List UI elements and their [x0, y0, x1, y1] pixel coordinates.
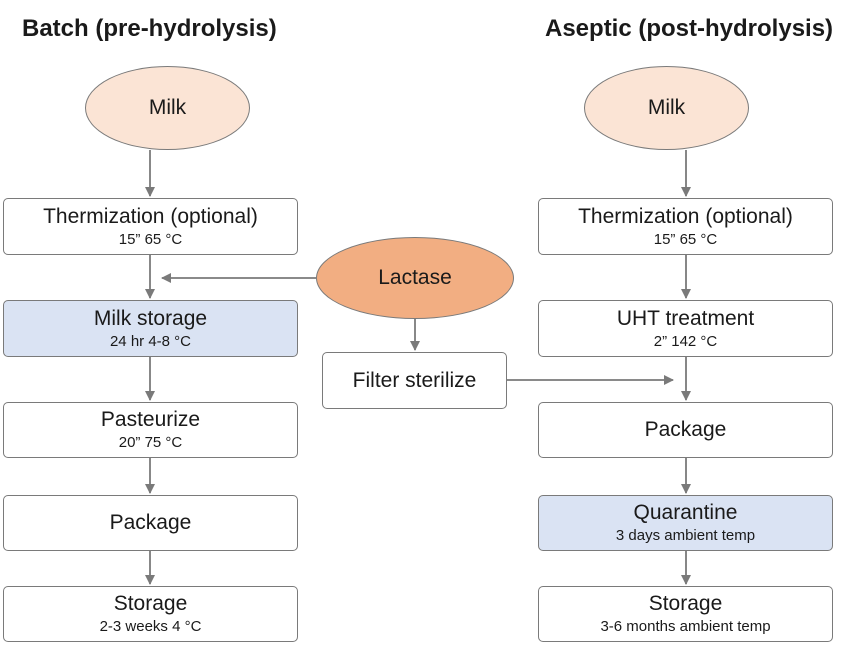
right-uht-node: UHT treatment 2” 142 °C: [538, 300, 833, 357]
left-milk-storage-label: Milk storage: [93, 306, 208, 330]
filter-sterilize-label: Filter sterilize: [352, 368, 477, 392]
right-package-node: Package: [538, 402, 833, 458]
right-uht-label: UHT treatment: [616, 306, 755, 330]
left-thermization-node: Thermization (optional) 15” 65 °C: [3, 198, 298, 255]
right-thermization-node: Thermization (optional) 15” 65 °C: [538, 198, 833, 255]
lactase-label: Lactase: [378, 266, 452, 289]
right-storage-label: Storage: [648, 592, 723, 615]
right-column-title: Aseptic (post-hydrolysis): [545, 15, 834, 42]
left-storage-detail: 2-3 weeks 4 °C: [99, 618, 202, 635]
right-storage-detail: 3-6 months ambient temp: [600, 618, 771, 635]
left-pasteurize-node: Pasteurize 20” 75 °C: [3, 402, 298, 458]
right-thermization-label: Thermization (optional): [578, 204, 793, 228]
left-milk-storage-detail: 24 hr 4-8 °C: [109, 332, 192, 350]
right-uht-detail: 2” 142 °C: [653, 332, 718, 350]
left-column-title: Batch (pre-hydrolysis): [22, 15, 277, 42]
right-package-label: Package: [644, 418, 727, 441]
right-quarantine-node: Quarantine 3 days ambient temp: [538, 495, 833, 551]
filter-sterilize-node: Filter sterilize: [322, 352, 507, 409]
right-milk-label: Milk: [647, 96, 686, 119]
right-quarantine-label: Quarantine: [633, 501, 738, 524]
left-milk-node: Milk: [85, 66, 250, 150]
left-thermization-detail: 15” 65 °C: [118, 230, 183, 248]
right-quarantine-detail: 3 days ambient temp: [615, 527, 756, 544]
right-storage-node: Storage 3-6 months ambient temp: [538, 586, 833, 642]
left-thermization-label: Thermization (optional): [43, 204, 258, 228]
left-storage-node: Storage 2-3 weeks 4 °C: [3, 586, 298, 642]
left-milk-label: Milk: [148, 96, 187, 119]
left-pasteurize-label: Pasteurize: [100, 408, 201, 431]
left-package-label: Package: [109, 511, 192, 534]
right-milk-node: Milk: [584, 66, 749, 150]
lactase-node: Lactase: [316, 237, 514, 319]
left-milk-storage-node: Milk storage 24 hr 4-8 °C: [3, 300, 298, 357]
right-thermization-detail: 15” 65 °C: [653, 230, 718, 248]
left-package-node: Package: [3, 495, 298, 551]
left-storage-label: Storage: [113, 592, 188, 615]
left-pasteurize-detail: 20” 75 °C: [118, 434, 183, 451]
